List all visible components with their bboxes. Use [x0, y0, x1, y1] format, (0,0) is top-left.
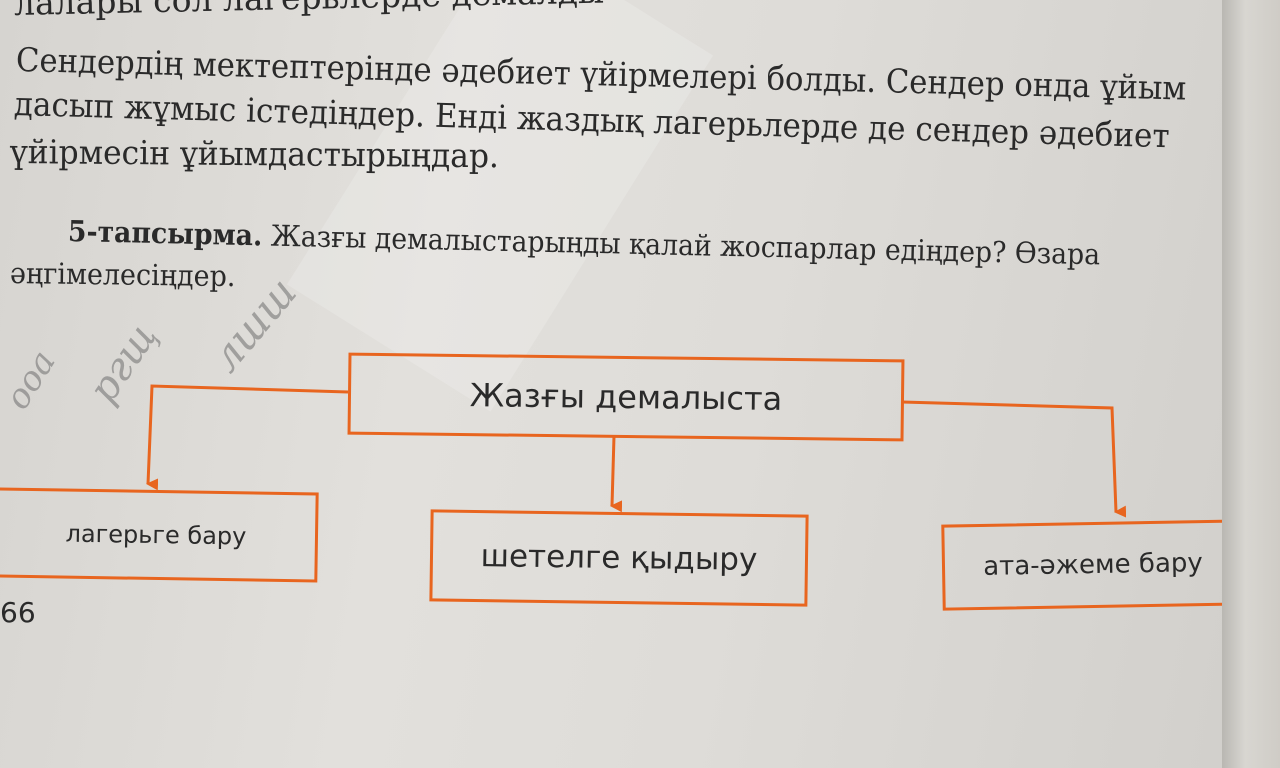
diagram-left-box: лагерьге бару — [0, 487, 319, 583]
page-edge — [1222, 0, 1280, 768]
diagram-connectors — [146, 384, 1127, 518]
connector-right — [901, 400, 1127, 518]
page-number: 66 — [0, 596, 36, 629]
textbook-page: лалары сол лагерьлерде демалды Сендердің… — [0, 0, 1222, 768]
diagram-center-box: Жазғы демалыста — [347, 352, 905, 442]
diagram-middle-box: шетелге қыдыру — [429, 509, 809, 607]
connector-middle — [610, 435, 623, 513]
diagram-right-box: ата-әжеме бару — [941, 519, 1222, 611]
connector-left — [146, 384, 349, 491]
